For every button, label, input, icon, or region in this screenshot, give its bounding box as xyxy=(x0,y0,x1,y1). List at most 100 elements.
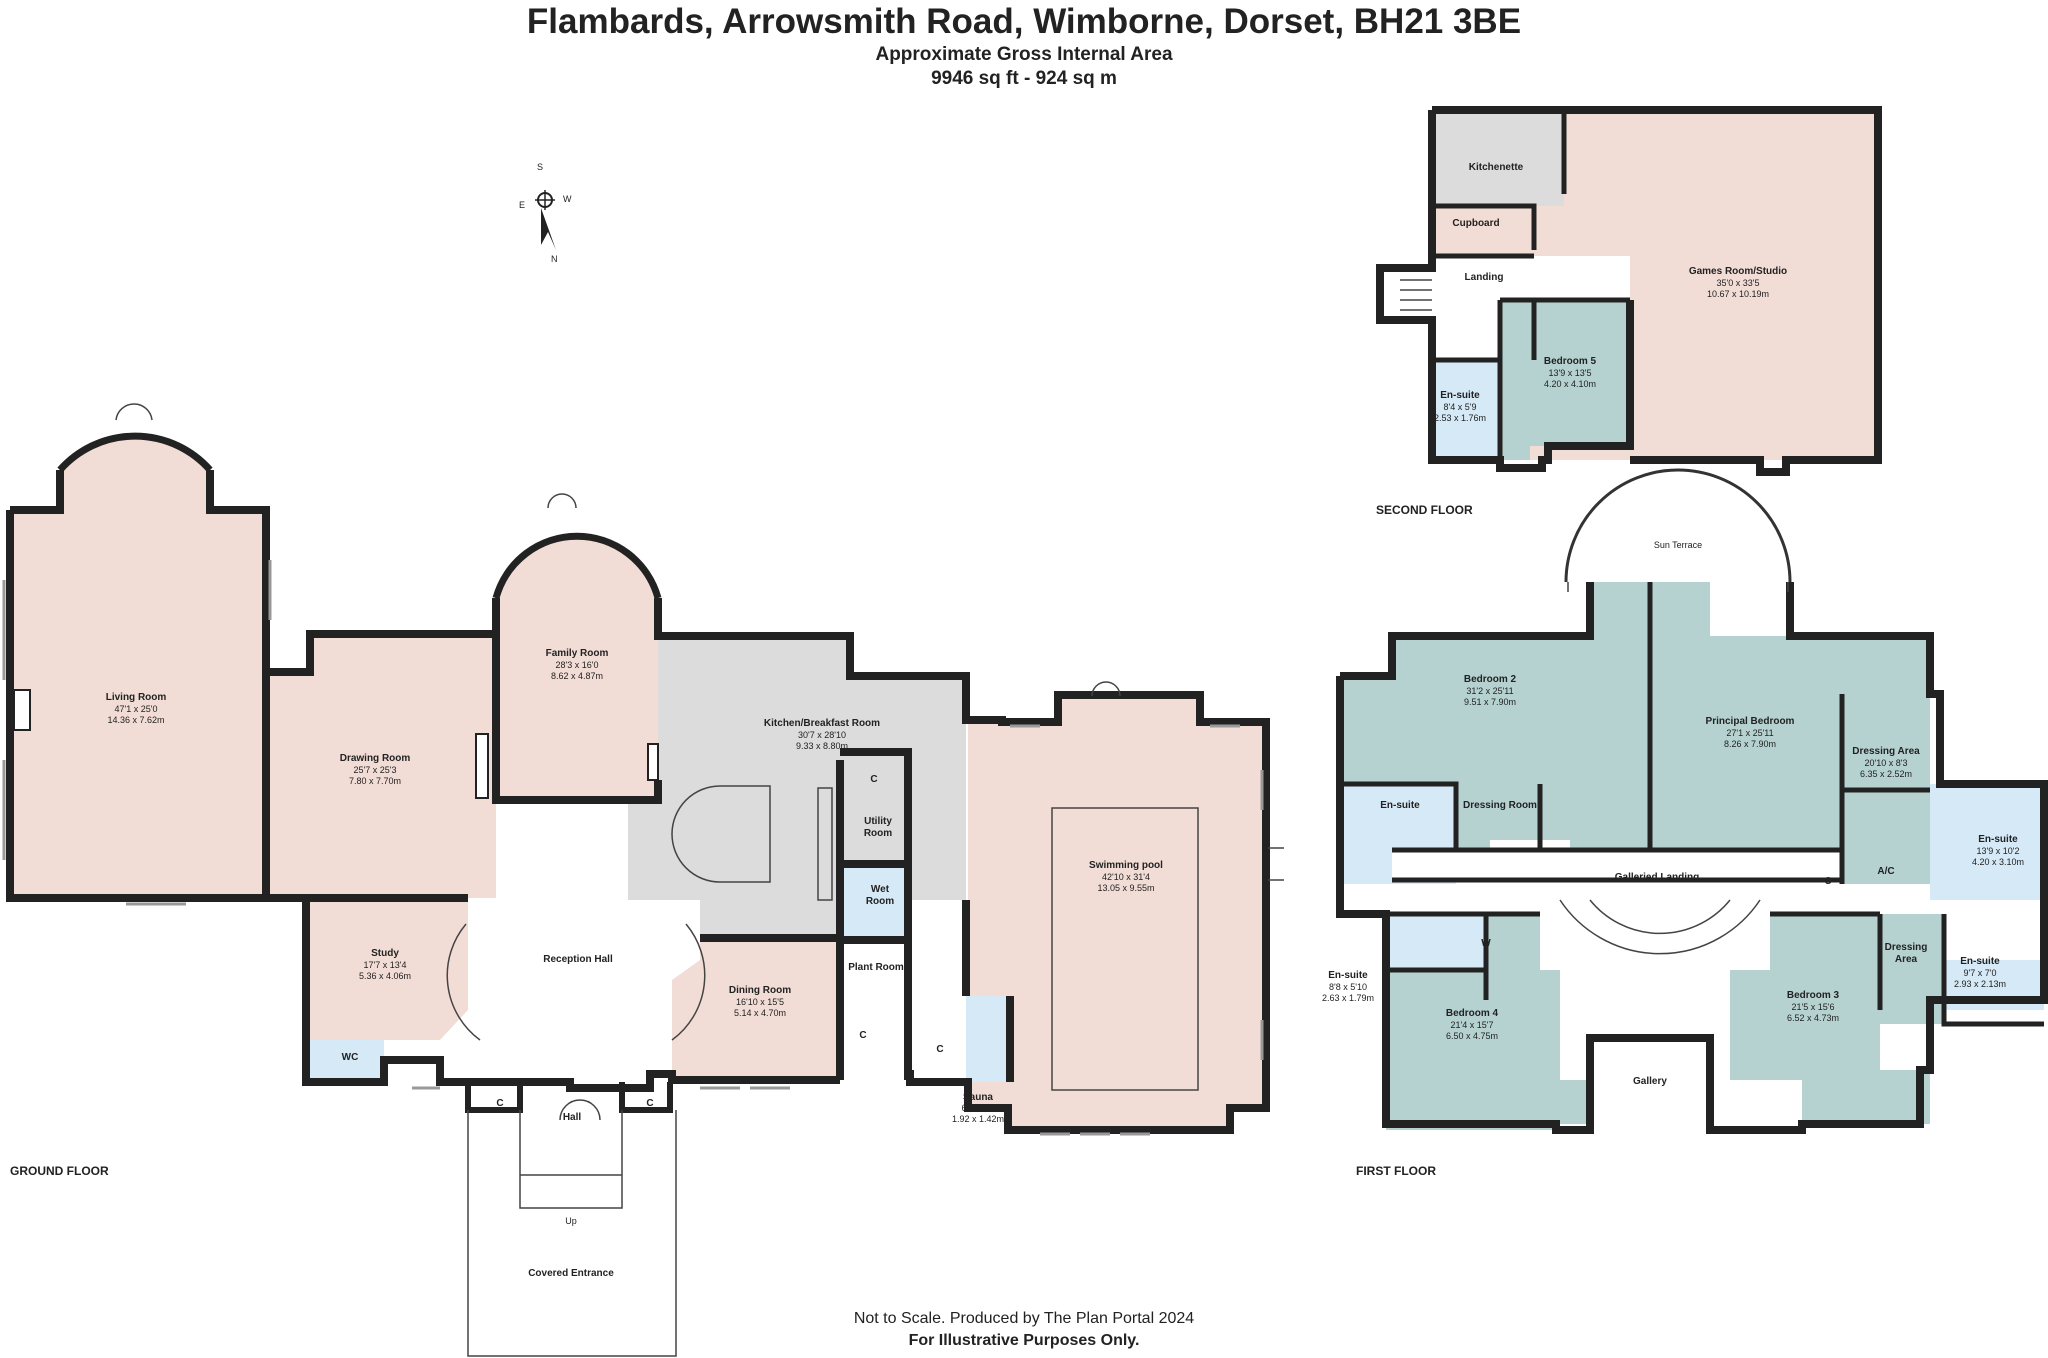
bedroom-3-imp: 21'5 x 15'6 xyxy=(1792,1002,1835,1012)
bedroom-5-label: Bedroom 5 xyxy=(1544,356,1597,367)
cupboard-area xyxy=(1432,206,1536,256)
principal-bedroom-imp: 27'1 x 25'11 xyxy=(1726,728,1773,738)
utility-room-area xyxy=(840,752,908,858)
drawing-room-met: 7.80 x 7.70m xyxy=(349,776,401,786)
area-label: Approximate Gross Internal Area xyxy=(875,44,1173,65)
kitchenette-label: Kitchenette xyxy=(1469,162,1524,173)
kitchen-met: 9.33 x 8.80m xyxy=(796,741,848,751)
living-room-met: 14.36 x 7.62m xyxy=(107,715,164,725)
family-room-met: 8.62 x 4.87m xyxy=(551,671,603,681)
ground-floor-walls xyxy=(6,470,1270,1134)
compass-w: W xyxy=(563,194,572,204)
ensuite-b4-met: 2.63 x 1.79m xyxy=(1322,993,1374,1003)
sauna-imp: 6'4 x 4'8 xyxy=(962,1103,995,1113)
sun-terrace-label: Sun Terrace xyxy=(1654,540,1702,550)
page-title: Flambards, Arrowsmith Road, Wimborne, Do… xyxy=(526,2,1522,41)
drawing-room-area xyxy=(266,634,496,898)
dining-room-area xyxy=(672,938,840,1080)
kitchenette-area xyxy=(1432,110,1564,206)
second-floor-walls xyxy=(1376,106,1882,476)
dressing-area-imp: 20'10 x 8'3 xyxy=(1865,758,1908,768)
study-met: 5.36 x 4.06m xyxy=(359,971,411,981)
ensuite-b5-met: 2.53 x 1.76m xyxy=(1434,413,1486,423)
principal-bedroom-met: 8.26 x 7.90m xyxy=(1724,739,1776,749)
second-floor-label: SECOND FLOOR xyxy=(1376,503,1473,517)
dressing-room-label: Dressing Room xyxy=(1463,800,1537,811)
family-room-label: Family Room xyxy=(546,648,609,659)
cupboard-c-2: C xyxy=(859,1030,866,1041)
study-imp: 17'7 x 13'4 xyxy=(364,960,407,970)
ensuite-b5-area xyxy=(1432,360,1500,460)
kitchen-label: Kitchen/Breakfast Room xyxy=(764,718,880,729)
first-floor-labels: Sun Terrace Bedroom 2 31'2 x 25'11 9.51 … xyxy=(1322,540,2024,1178)
ensuite-b4-area xyxy=(1386,914,1486,970)
study-area xyxy=(306,898,468,1082)
compass: S E W N xyxy=(519,162,572,264)
bedroom-3-met: 6.52 x 4.73m xyxy=(1787,1013,1839,1023)
footer-disclaimer: For Illustrative Purposes Only. xyxy=(908,1332,1140,1349)
hall-label: Hall xyxy=(563,1112,582,1123)
kitchen-imp: 30'7 x 28'10 xyxy=(798,730,846,740)
ensuite-a-area xyxy=(1930,784,2044,900)
wc-label: WC xyxy=(342,1052,359,1063)
utility-room-label2: Room xyxy=(864,828,892,839)
ensuite-b4-label: En-suite xyxy=(1328,970,1368,981)
wet-room-area xyxy=(840,864,908,940)
first-floor-walls xyxy=(1336,582,2048,1134)
wet-room-label2: Room xyxy=(866,896,894,907)
ensuite-b2-label: En-suite xyxy=(1380,800,1420,811)
ensuite-a-met: 4.20 x 3.10m xyxy=(1972,857,2024,867)
family-room-area xyxy=(496,536,658,800)
dressing-area-met: 6.35 x 2.52m xyxy=(1860,769,1912,779)
bedroom-4-met: 6.50 x 4.75m xyxy=(1446,1031,1498,1041)
dressing-area2-label2: Area xyxy=(1895,954,1918,965)
wc-area xyxy=(306,1040,384,1082)
up-label: Up xyxy=(565,1216,577,1226)
dressing-area-area xyxy=(1842,694,1930,790)
drawing-room-label: Drawing Room xyxy=(340,753,411,764)
first-floor-plan xyxy=(1336,468,2048,1134)
cupboard-c-4: C xyxy=(496,1098,503,1109)
bedroom-3-label: Bedroom 3 xyxy=(1787,990,1840,1001)
ensuite-a-label: En-suite xyxy=(1978,834,2018,845)
living-room-area xyxy=(10,436,266,898)
kitchen-island xyxy=(671,785,771,883)
principal-bedroom-label: Principal Bedroom xyxy=(1706,716,1795,727)
ensuite-b3-label: En-suite xyxy=(1960,956,2000,967)
pool-basin xyxy=(1051,807,1199,1091)
games-room-imp: 35'0 x 33'5 xyxy=(1717,278,1760,288)
covered-entrance-outline xyxy=(467,1110,677,1357)
sauna-label: Sauna xyxy=(963,1092,993,1103)
principal-bedroom-area xyxy=(1650,582,1930,850)
compass-n: N xyxy=(551,254,558,264)
covered-entrance-label: Covered Entrance xyxy=(528,1268,614,1279)
cupboard-c-1: C xyxy=(870,774,877,785)
ground-floor-label: GROUND FLOOR xyxy=(10,1164,109,1178)
cupboard-c-5: C xyxy=(646,1098,653,1109)
cupboard-c-3: C xyxy=(936,1044,943,1055)
first-floor-label: FIRST FLOOR xyxy=(1356,1164,1436,1178)
drawing-room-imp: 25'7 x 25'3 xyxy=(354,765,397,775)
sauna-met: 1.92 x 1.42m xyxy=(952,1114,1004,1124)
footer-producer: Not to Scale. Produced by The Plan Porta… xyxy=(853,1310,1195,1327)
swimming-pool-label: Swimming pool xyxy=(1089,860,1163,871)
dressing-area2-label: Dressing xyxy=(1885,942,1928,953)
ground-floor-plan xyxy=(2,403,1284,1357)
living-room-imp: 47'1 x 25'0 xyxy=(115,704,158,714)
dining-room-met: 5.14 x 4.70m xyxy=(734,1008,786,1018)
galleried-landing-label: Galleried Landing xyxy=(1615,872,1699,883)
ensuite-a-imp: 13'9 x 10'2 xyxy=(1977,846,2020,856)
games-room-label: Games Room/Studio xyxy=(1689,266,1787,277)
bedroom-5-met: 4.20 x 4.10m xyxy=(1544,379,1596,389)
compass-s: S xyxy=(537,162,543,172)
family-room-imp: 28'3 x 16'0 xyxy=(556,660,599,670)
ensuite-b3-met: 2.93 x 2.13m xyxy=(1954,979,2006,989)
bedroom-4-label: Bedroom 4 xyxy=(1446,1008,1499,1019)
games-room-met: 10.67 x 10.19m xyxy=(1707,289,1769,299)
dressing-area2-area xyxy=(1880,914,1944,1024)
dressing-area-label: Dressing Area xyxy=(1852,746,1920,757)
bedroom-2-imp: 31'2 x 25'11 xyxy=(1466,686,1513,696)
swimming-pool-met: 13.05 x 9.55m xyxy=(1097,883,1154,893)
swimming-pool-imp: 42'10 x 31'4 xyxy=(1102,872,1150,882)
first-floor-c: C xyxy=(1824,876,1831,887)
